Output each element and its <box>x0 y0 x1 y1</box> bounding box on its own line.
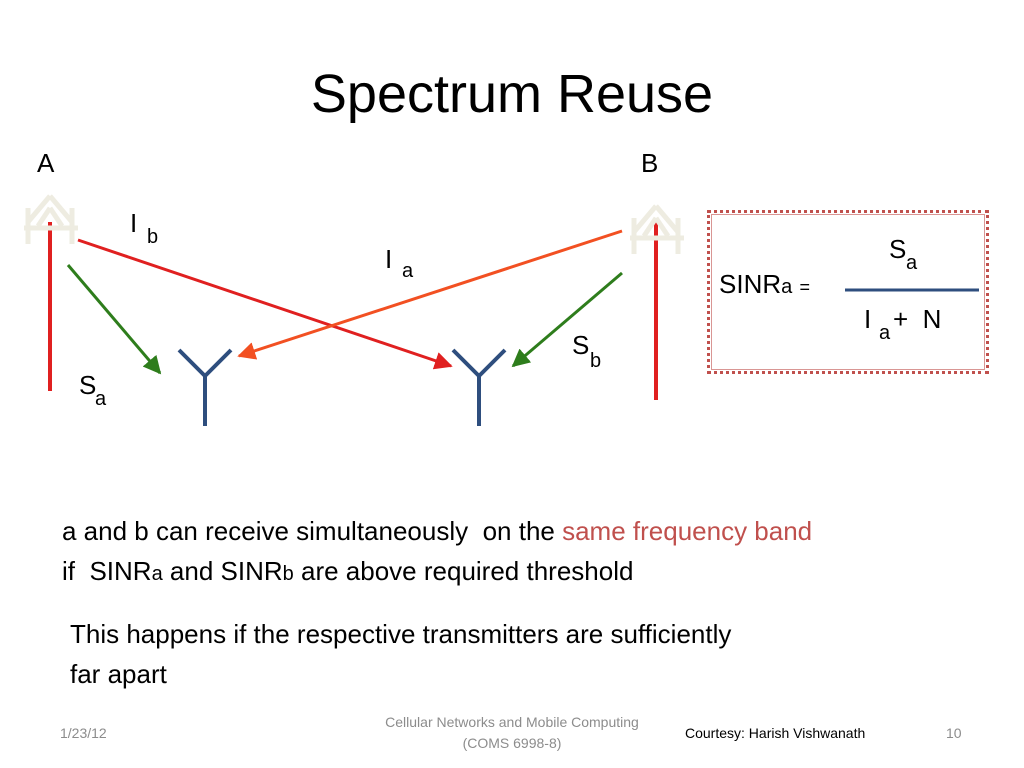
transmitter-a-label: A <box>37 148 55 178</box>
paragraph-1-line-1-text: a and b can receive simultaneously on th… <box>62 516 563 546</box>
paragraph-2-line-2: far apart <box>70 659 167 689</box>
sinr-formula-box <box>707 210 989 374</box>
same-frequency-band-highlight: same frequency band <box>562 516 813 546</box>
interference-a-arrow <box>237 229 623 360</box>
formula-denominator-sub: a <box>879 322 891 344</box>
paragraph-1-line-2-part-3: are above required threshold <box>293 556 634 586</box>
paragraph-1-line-2-part-2: and SINR <box>162 556 283 586</box>
transmitter-b <box>630 204 684 400</box>
paragraph-1-line-1: a and b can receive simultaneously on th… <box>62 511 812 551</box>
signal-a-label-sub: a <box>95 388 107 410</box>
receiver-a-icon <box>177 348 233 426</box>
paragraph-1-line-2-sub-2: b <box>282 563 294 585</box>
formula-denominator-i: I <box>864 304 872 334</box>
formula-numerator-main: S <box>889 234 907 264</box>
paragraph-1-line-2-part-1: if SINR <box>62 556 152 586</box>
formula-lhs: SINRa = <box>719 269 810 302</box>
transmitter-a-antenna-icon <box>24 194 78 244</box>
formula-lhs-sub: a <box>781 276 793 298</box>
transmitter-b-label: B <box>641 148 659 178</box>
formula-numerator-sub: a <box>906 252 918 274</box>
footer-courtesy: Courtesy: Harish Vishwanath <box>685 725 866 741</box>
signal-b-label-sub: b <box>590 350 602 372</box>
interference-a-label-sub: a <box>402 260 414 282</box>
footer-course-line-2: (COMS 6998-8) <box>462 735 562 751</box>
signal-a-arrow <box>66 264 162 375</box>
formula-denominator-rest: + N <box>893 304 942 334</box>
signal-b-arrow <box>511 271 623 368</box>
interference-b-label-sub: b <box>147 226 159 248</box>
paragraph-1-line-2: if SINRa and SINRb are above required th… <box>62 551 633 594</box>
receiver-b-icon <box>451 348 507 426</box>
slide-title: Spectrum Reuse <box>310 64 714 124</box>
interference-b-label-main: I <box>130 208 138 238</box>
signal-b-label-main: S <box>572 330 590 360</box>
footer-page-number: 10 <box>946 725 962 741</box>
footer-course-line-1: Cellular Networks and Mobile Computing <box>385 714 639 730</box>
formula-equals: = <box>799 277 810 297</box>
transmitter-a <box>24 194 78 391</box>
signal-a-label-main: S <box>79 370 97 400</box>
interference-a-label-main: I <box>385 244 393 274</box>
interference-b-arrow <box>77 238 453 370</box>
interference-b-label: I <box>130 208 137 238</box>
transmitter-b-antenna-icon <box>630 204 684 254</box>
formula-lhs-main: SINR <box>719 269 782 299</box>
footer-date: 1/23/12 <box>60 725 107 741</box>
paragraph-1-line-2-sub-1: a <box>151 563 163 585</box>
paragraph-2-line-1: This happens if the respective transmitt… <box>70 619 732 649</box>
